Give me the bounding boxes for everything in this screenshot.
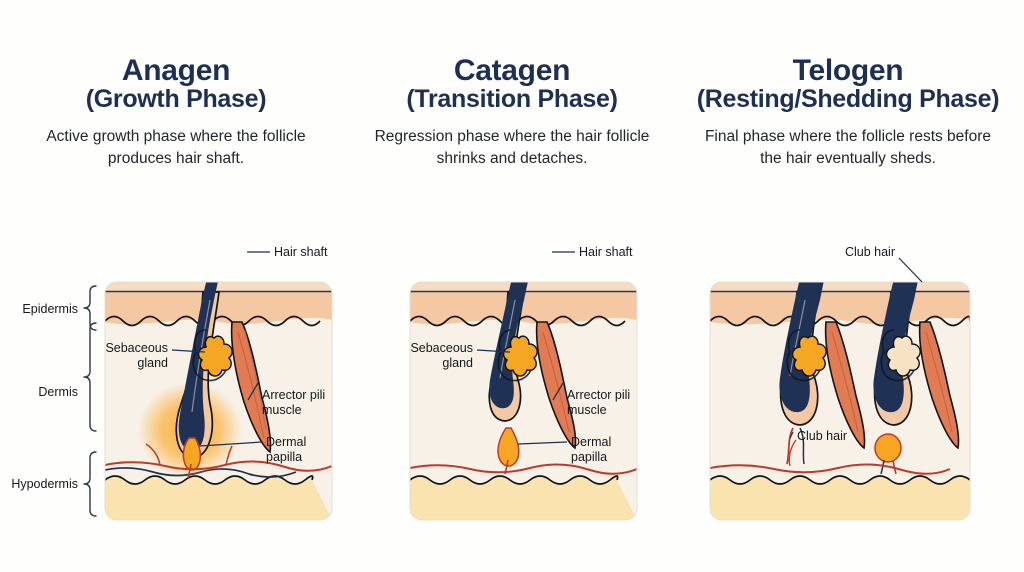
hair-shaft-label: Hair shaft xyxy=(274,245,328,259)
catagen-title: Catagen (Transition Phase) xyxy=(352,0,672,112)
arrector-label-2-line1: Arrector pili xyxy=(567,388,630,402)
dermis-label: Dermis xyxy=(38,385,78,399)
telogen-title-main: Telogen xyxy=(792,54,904,87)
sebaceous-leader xyxy=(171,349,206,353)
papilla-leader xyxy=(199,441,263,447)
dermal-papilla-catagen xyxy=(497,427,520,467)
sebaceous-leader-2 xyxy=(476,349,511,353)
arrector-leader xyxy=(247,382,259,401)
anagen-title-sub: (Growth Phase) xyxy=(85,84,267,113)
sebaceous-label-2-line1: Sebaceous xyxy=(410,341,473,355)
anagen-title-main: Anagen xyxy=(121,54,231,87)
sebaceous-gland-right-telogen xyxy=(885,335,921,377)
catagen-title-main: Catagen xyxy=(453,54,571,87)
catagen-title-sub: (Transition Phase) xyxy=(406,84,618,113)
panel-telogen: Telogen (Resting/Shedding Phase) Final p… xyxy=(672,0,1024,572)
papilla-leader-2 xyxy=(517,441,568,445)
arrector-leader-2 xyxy=(552,382,564,401)
sebaceous-gland-catagen xyxy=(502,335,538,377)
club-hair-lower-label: Club hair xyxy=(797,429,847,443)
telogen-description: Final phase where the follicle rests bef… xyxy=(704,128,992,168)
catagen-description: Regression phase where the hair follicle… xyxy=(374,128,650,168)
papilla-label-line2: papilla xyxy=(266,450,302,464)
arrector-label-line1: Arrector pili xyxy=(262,388,325,402)
anagen-description: Active growth phase where the follicle p… xyxy=(46,128,306,168)
dermal-papilla-telogen xyxy=(874,433,902,463)
panel-anagen: Anagen (Growth Phase) Active growth phas… xyxy=(0,0,352,572)
sebaceous-label-2-line2: gland xyxy=(442,356,473,370)
labels-catagen: Hair shaft Sebaceous gland Arrector pili… xyxy=(410,245,633,464)
skin-card-catagen xyxy=(409,281,638,521)
anagen-title: Anagen (Growth Phase) xyxy=(0,0,352,112)
papilla-label-2-line2: papilla xyxy=(571,450,607,464)
club-hair-upper-label: Club hair xyxy=(845,245,895,259)
club-hair-lower-leader xyxy=(789,431,794,439)
hypodermis-label: Hypodermis xyxy=(11,477,78,491)
papilla-label-line1: Dermal xyxy=(266,435,306,449)
sebaceous-label-line2: gland xyxy=(137,356,168,370)
club-hair-upper-leader xyxy=(898,257,923,283)
sebaceous-gland-anagen xyxy=(197,335,233,377)
arrector-label-line2: muscle xyxy=(262,403,302,417)
sebaceous-label-line1: Sebaceous xyxy=(105,341,168,355)
epidermis-label: Epidermis xyxy=(22,302,78,316)
panel-catagen: Catagen (Transition Phase) Regression ph… xyxy=(352,0,672,572)
arrector-label-2-line2: muscle xyxy=(567,403,607,417)
labels-telogen: Club hair Club hair xyxy=(789,245,923,443)
papilla-label-2-line1: Dermal xyxy=(571,435,611,449)
skin-card-anagen xyxy=(104,281,333,521)
skin-card-telogen xyxy=(709,281,971,521)
labels-anagen: Hair shaft Sebaceous gland Arrector pili… xyxy=(105,245,328,464)
sebaceous-gland-left-telogen xyxy=(791,335,827,377)
arrector-pili-muscle-shape xyxy=(230,321,272,454)
telogen-title: Telogen (Resting/Shedding Phase) xyxy=(672,0,1024,112)
skin-layer-legend: Epidermis Dermis Hypodermis xyxy=(11,285,97,517)
dermal-papilla-anagen xyxy=(182,437,202,471)
telogen-title-sub: (Resting/Shedding Phase) xyxy=(696,84,1000,113)
hair-shaft-label-2: Hair shaft xyxy=(579,245,633,259)
